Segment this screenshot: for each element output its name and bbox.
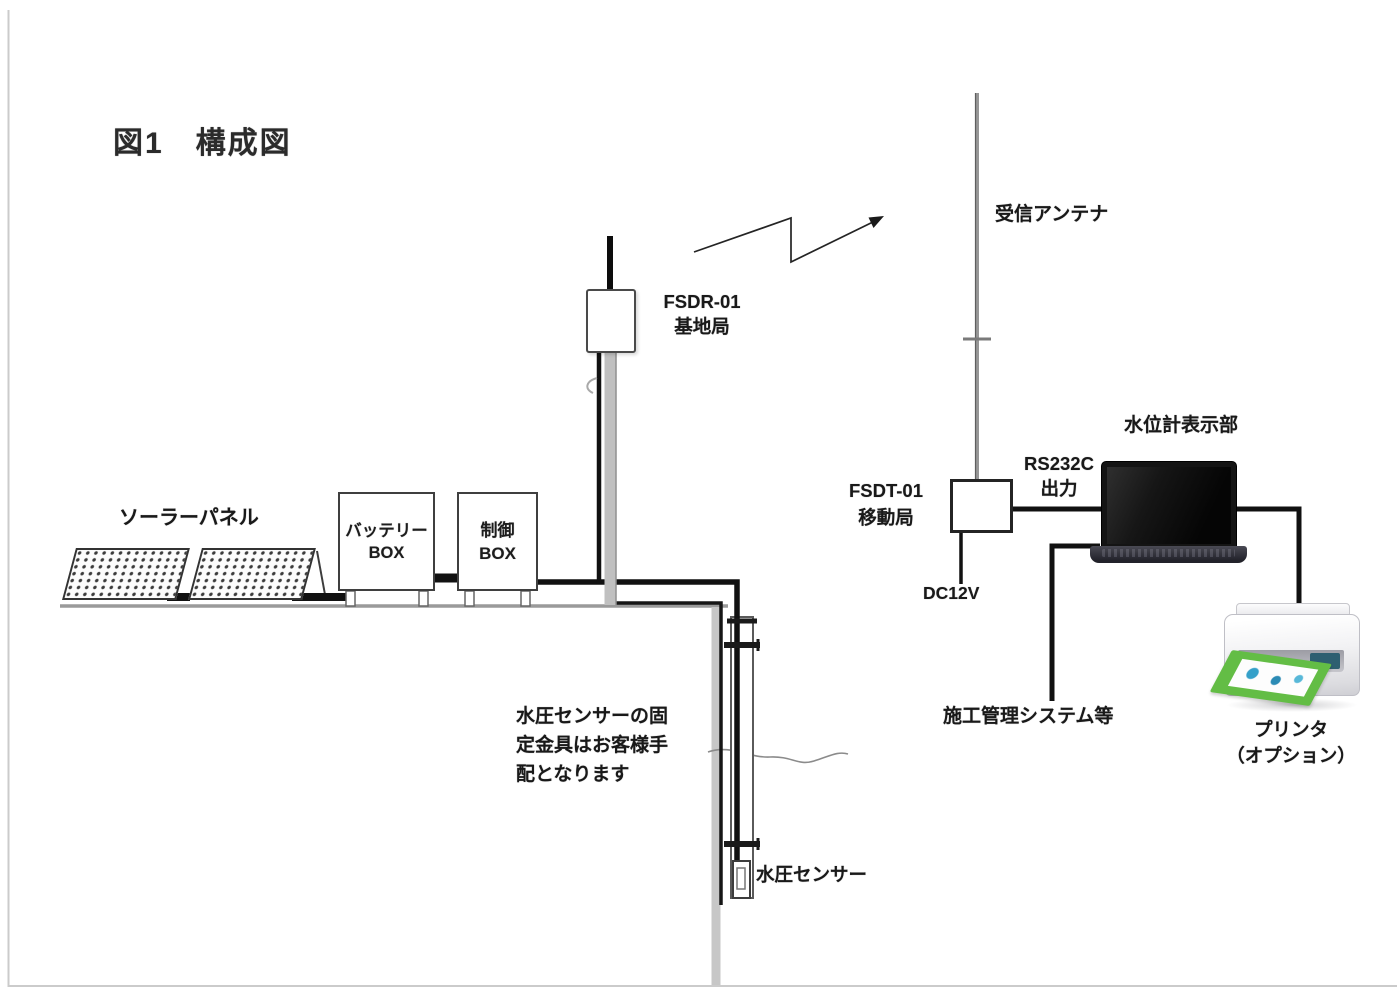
laptop-screen — [1101, 461, 1237, 550]
label-dc12v: DC12V — [923, 583, 980, 603]
laptop-base — [1090, 546, 1247, 563]
laptop-keyboard — [1102, 549, 1235, 557]
battery-box-label: バッテリー — [345, 521, 428, 540]
label-fsdr-base-station: FSDR-01 基地局 — [663, 291, 741, 337]
box-legs — [345, 590, 531, 607]
label-solar-panel: ソーラーパネル — [119, 507, 259, 529]
label-sensor-note: 水圧センサーの固 定金具はお客様手 配となります — [516, 706, 669, 785]
main-cable-run — [536, 579, 740, 862]
label-pressure-sensor: 水圧センサー — [756, 864, 868, 885]
battery-box: バッテリー BOX — [338, 492, 435, 591]
fsdr-base-station-box — [586, 289, 636, 353]
rx-antenna-mast-icon — [963, 93, 991, 481]
pressure-sensor-icon — [732, 860, 751, 899]
label-rs232c-output: RS232C 出力 — [1024, 453, 1094, 499]
fsdt-mobile-station-box — [950, 479, 1013, 533]
page-edge-lines — [7, 10, 1397, 987]
sensor-cable-2 — [608, 601, 723, 905]
diagram-title: 図1 構成図 — [113, 127, 292, 160]
solar-panel-icon — [62, 548, 190, 600]
printer-shadow — [1226, 698, 1358, 712]
label-mgmt-system: 施工管理システム等 — [943, 706, 1114, 727]
printer-paper-sheet — [1227, 658, 1319, 697]
label-rx-antenna: 受信アンテナ — [995, 204, 1109, 225]
water-surface-line — [707, 748, 849, 764]
control-box: 制御 BOX — [457, 492, 538, 591]
control-box-label: 制御 — [480, 520, 515, 540]
label-fsdt-mobile-station: FSDT-01 移動局 — [848, 480, 924, 528]
label-printer-option: プリンタ （オプション） — [1226, 719, 1356, 766]
radio-wave-arrow-icon — [693, 216, 884, 264]
antenna-mast-icon — [586, 236, 617, 605]
fsdt-cables — [959, 506, 1302, 701]
laptop-display — [1107, 467, 1231, 544]
label-level-display: 水位計表示部 — [1124, 415, 1239, 436]
solar-panel-icon — [188, 548, 316, 600]
pipe-clamps — [724, 618, 760, 850]
